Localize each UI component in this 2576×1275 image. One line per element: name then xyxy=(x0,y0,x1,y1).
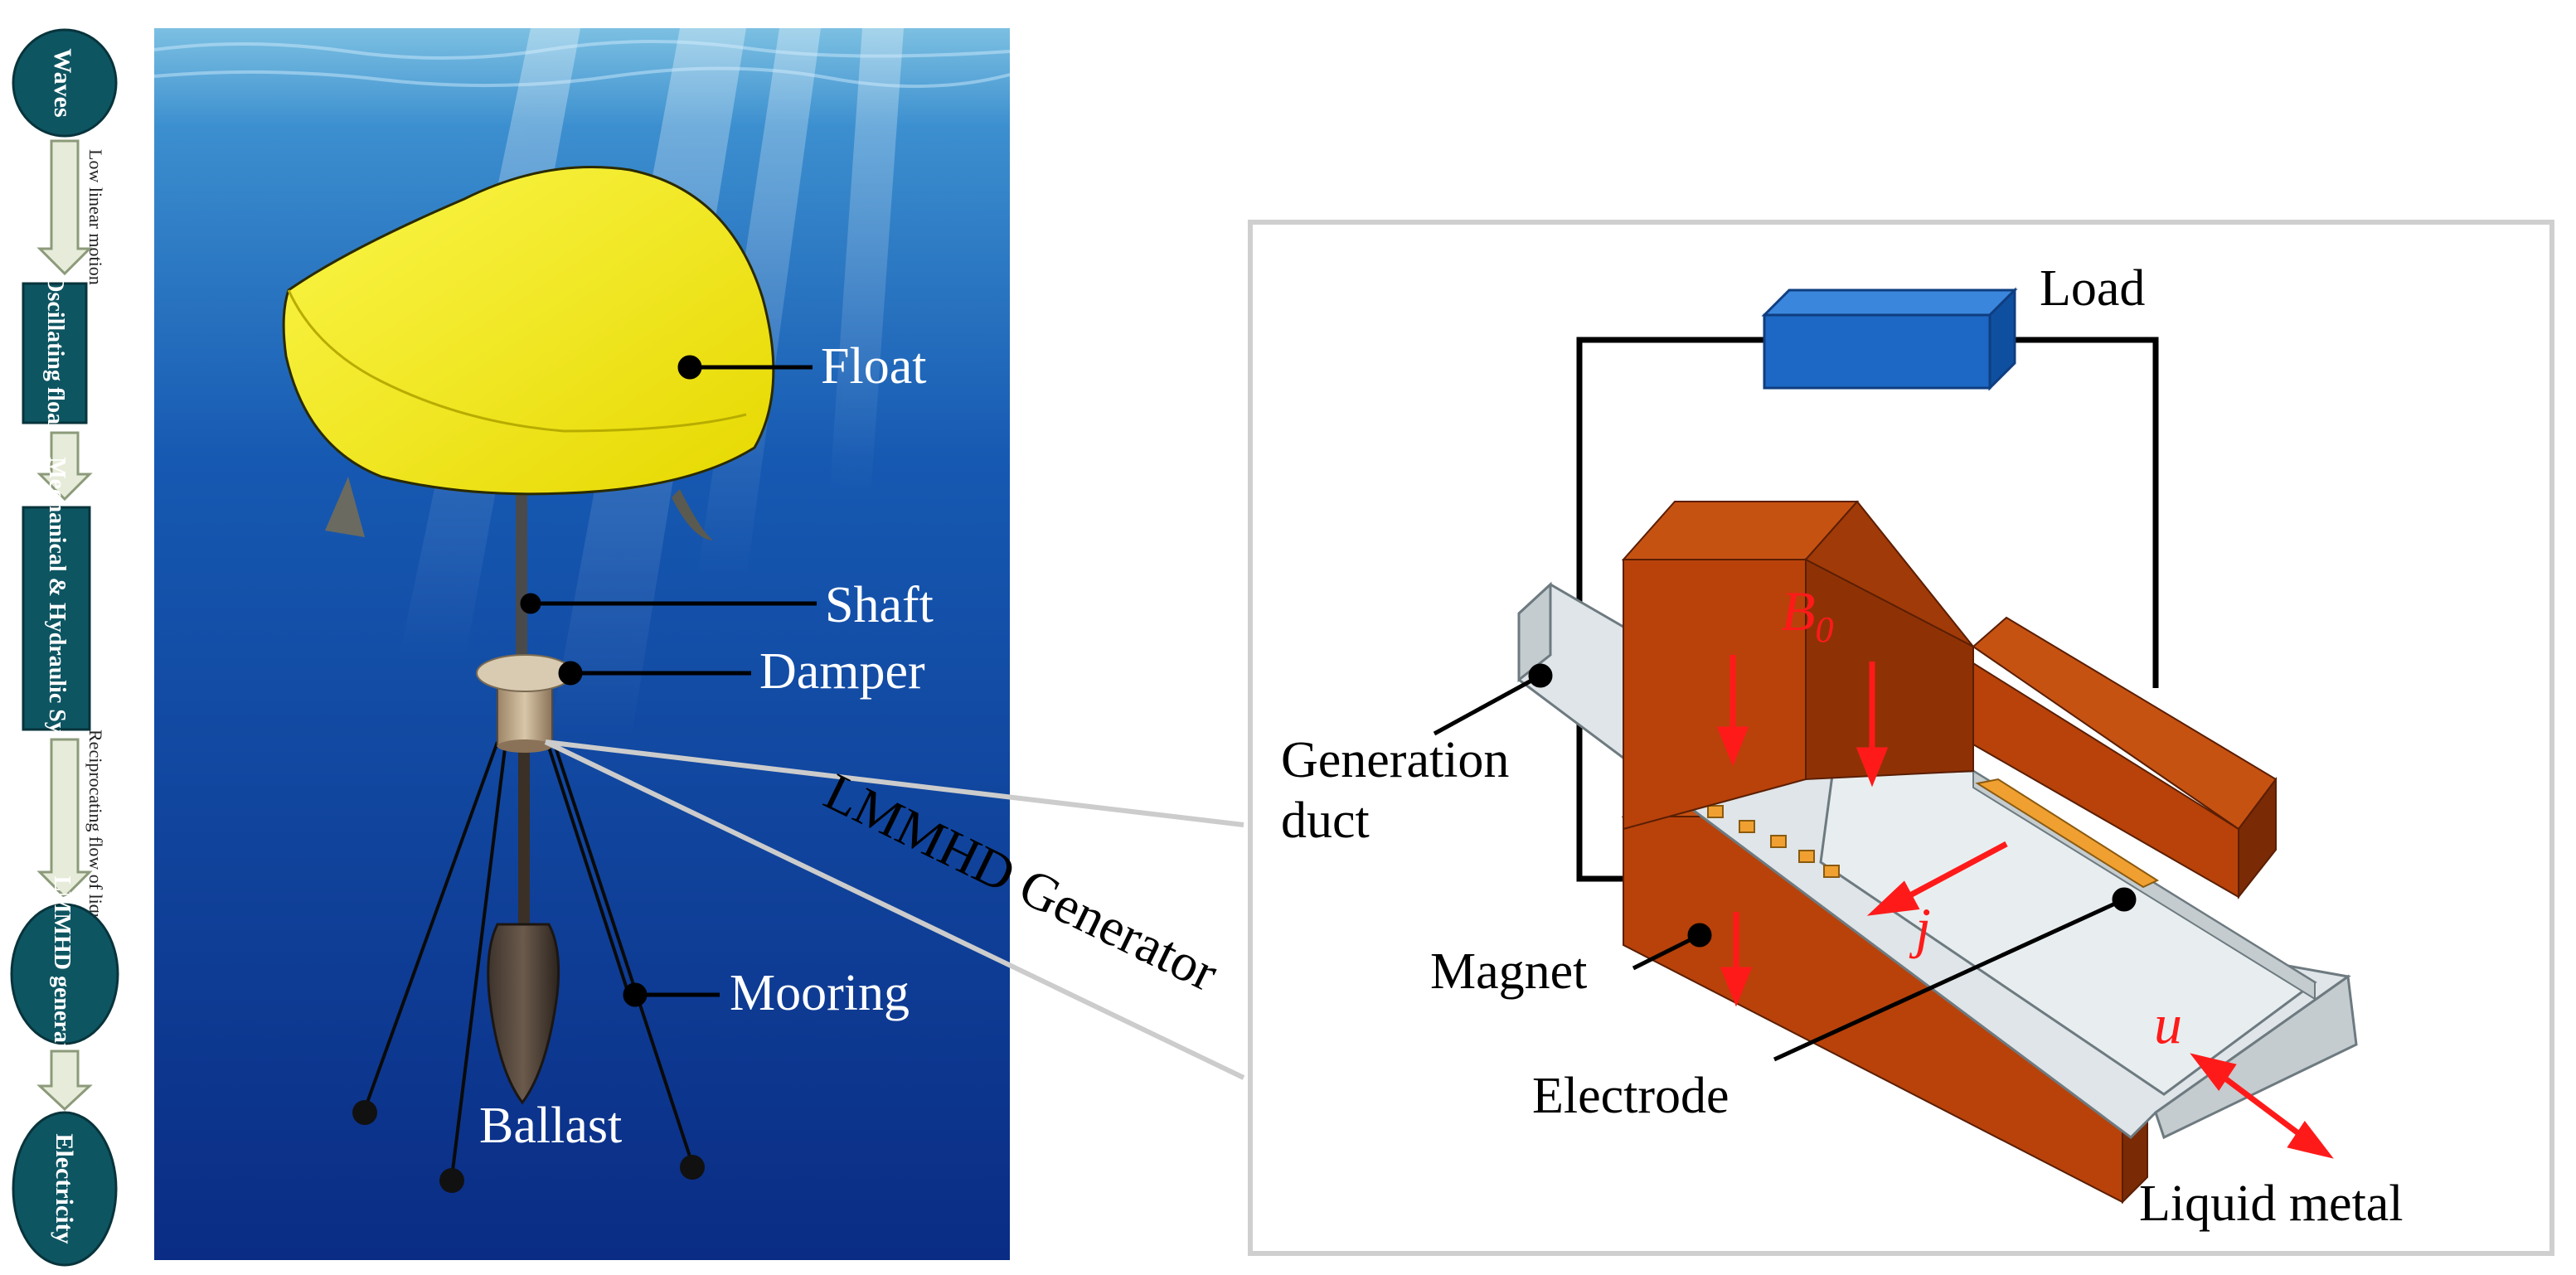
generator-detail-panel: Load xyxy=(1248,220,2554,1256)
label-mooring: Mooring xyxy=(730,965,910,1021)
flow-node-oscillating-float: Oscillating float xyxy=(22,274,88,433)
flow-arrow-2 xyxy=(36,431,93,502)
label-generation-duct-line1: Generation xyxy=(1281,732,1509,788)
flow-node-waves-label: Waves xyxy=(49,48,76,117)
panel-leader-lines xyxy=(1433,663,2137,1062)
energy-flowchart: Waves Low linear motion Oscillating floa… xyxy=(10,28,119,1267)
flow-node-waves: Waves xyxy=(12,28,118,138)
flow-node-electricity: Electricity xyxy=(12,1111,118,1267)
load-resistor xyxy=(1761,287,2018,391)
electrode-strip xyxy=(1707,778,2160,889)
label-electrode: Electrode xyxy=(1532,1068,1729,1124)
buoy-scene: Float Shaft Damper Mooring Ballast xyxy=(153,28,1011,1260)
label-float: Float xyxy=(821,338,926,395)
water-surface xyxy=(153,40,1011,89)
label-load: Load xyxy=(2040,260,2145,317)
anchor-blobs xyxy=(352,1100,705,1193)
flow-node-lmmhd-generator-label: LMMHD generator xyxy=(49,875,75,1072)
label-liquid-metal: Liquid metal xyxy=(2139,1176,2404,1232)
edge-label-low-linear-motion: Low linear motion xyxy=(85,149,106,285)
damper-cylinder xyxy=(476,654,574,753)
label-ballast: Ballast xyxy=(479,1098,622,1154)
flow-node-mechanical-hydraulic-label: Mechanical & Hydraulic System xyxy=(44,457,70,780)
label-field-b: B xyxy=(1781,579,1816,642)
label-magnet: Magnet xyxy=(1430,943,1587,1000)
label-field-b0: B0 xyxy=(1781,579,1834,650)
flow-node-lmmhd-generator: LMMHD generator xyxy=(10,875,119,1073)
flow-arrow-3 xyxy=(36,738,93,899)
ballast-weight xyxy=(487,746,560,1105)
velocity-vector-arrow xyxy=(2190,1053,2334,1159)
top-magnet xyxy=(1621,500,2278,899)
field-vector-arrows xyxy=(1716,655,1889,1007)
flow-node-oscillating-float-label: Oscillating float xyxy=(42,274,68,433)
float-body xyxy=(282,166,775,541)
flow-node-mechanical-hydraulic: Mechanical & Hydraulic System xyxy=(22,457,91,780)
mooring-lines xyxy=(363,741,694,1178)
label-shaft: Shaft xyxy=(825,577,934,633)
label-generation-duct-line2: duct xyxy=(1281,793,1370,849)
label-field-subscript: 0 xyxy=(1816,609,1834,650)
buoy-leader-lines xyxy=(520,355,817,1007)
flow-node-electricity-label: Electricity xyxy=(51,1133,78,1243)
current-vector-arrow xyxy=(1866,841,2008,916)
label-velocity-u: u xyxy=(2154,992,2182,1055)
flow-arrow-4 xyxy=(36,1050,93,1112)
label-damper: Damper xyxy=(759,643,925,700)
shaft-rod xyxy=(516,477,527,692)
flow-arrow-1 xyxy=(36,139,93,276)
